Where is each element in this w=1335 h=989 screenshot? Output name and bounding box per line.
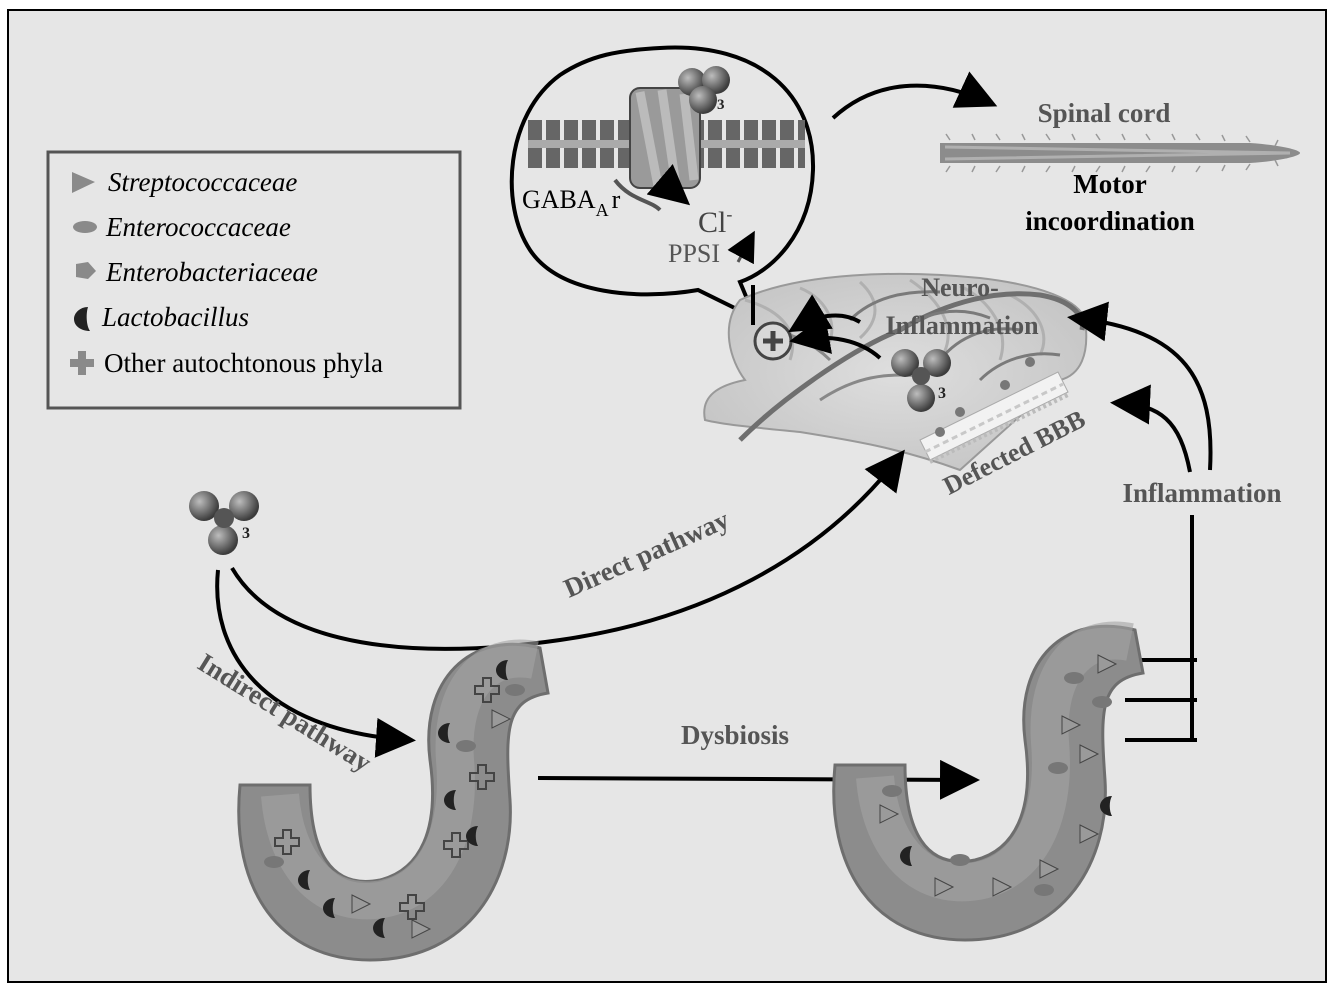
- nh3-subscript-source: 3: [242, 525, 250, 542]
- legend-label-other-phyla: Other autochtonous phyla: [104, 348, 383, 378]
- neuro-label: Neuro-: [921, 273, 999, 302]
- ellipse-icon: [73, 221, 97, 233]
- legend-label-enterococcaceae: Enterococcaceae: [105, 212, 291, 242]
- nh3-subscript-brain: 3: [938, 385, 946, 402]
- nh3-subscript-bubble: 3: [717, 97, 725, 113]
- neuroinflammation-label: Inflammation: [885, 311, 1039, 340]
- incoordination-label: incoordination: [1025, 206, 1195, 236]
- ppsi-label: PPSI: [668, 239, 720, 268]
- inflammation-label: Inflammation: [1122, 478, 1281, 508]
- legend-label-streptococcaceae: Streptococcaceae: [108, 167, 297, 197]
- dysbiosis-label: Dysbiosis: [681, 720, 789, 750]
- motor-label: Motor: [1073, 169, 1146, 199]
- circled-plus-icon: [755, 323, 791, 359]
- legend-label-lactobacillus: Lactobacillus: [101, 302, 249, 332]
- spinal-cord-label: Spinal cord: [1038, 98, 1171, 128]
- legend: Streptococcaceae Enterococcaceae Enterob…: [48, 152, 460, 408]
- legend-label-enterobacteriaceae: Enterobacteriaceae: [105, 257, 318, 287]
- arrow-dysbiosis: [538, 778, 972, 780]
